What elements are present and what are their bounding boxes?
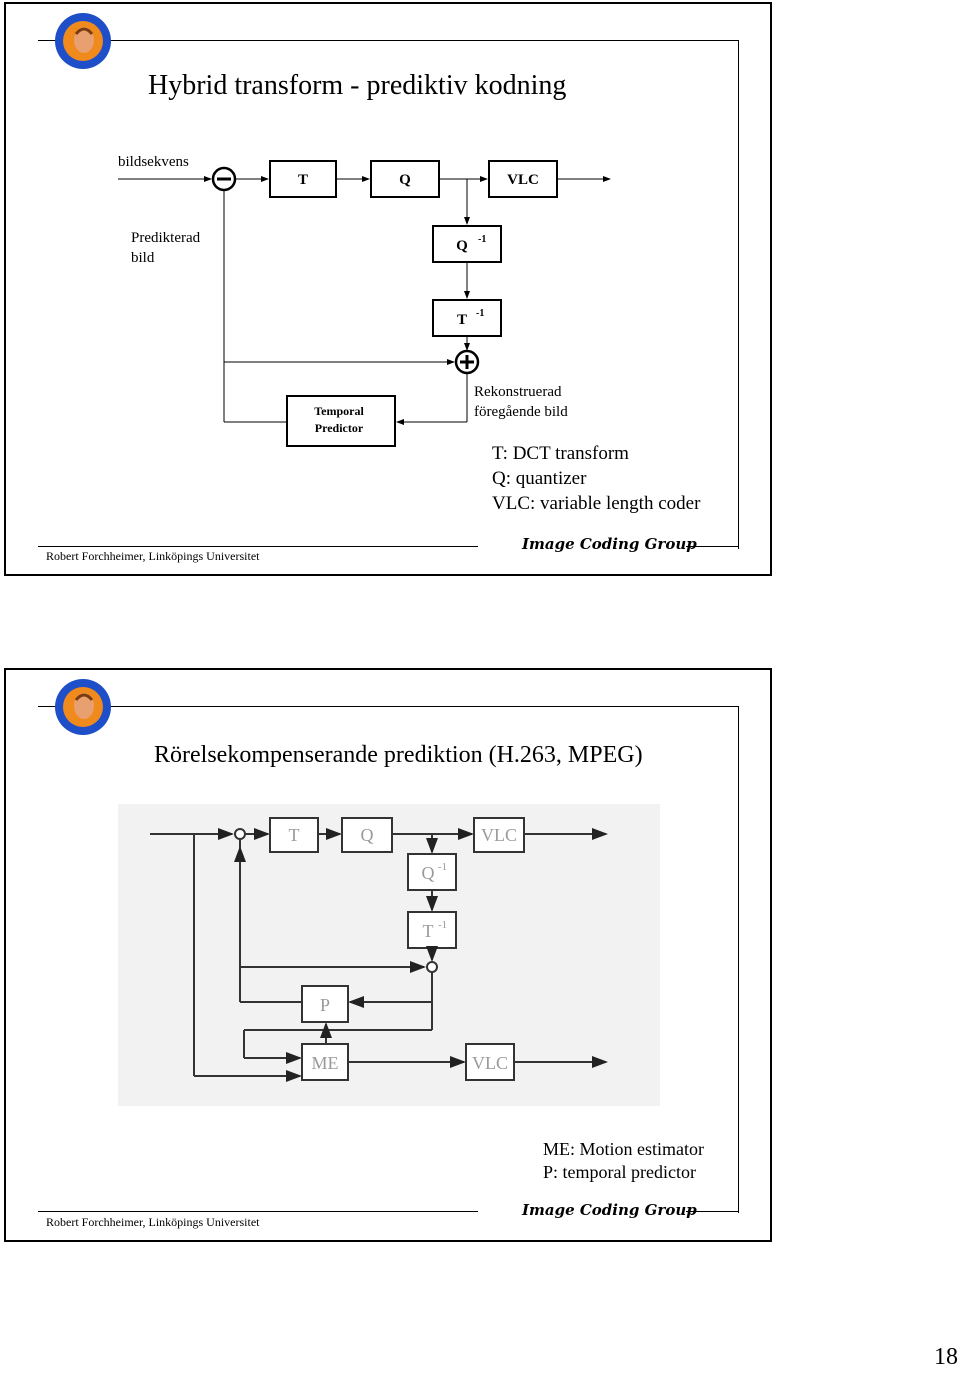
tinv-block-sup: -1 bbox=[476, 308, 484, 319]
slide-1: Hybrid transform - prediktiv kodning bil… bbox=[4, 2, 772, 576]
group-name: Image Coding Group bbox=[522, 1201, 697, 1219]
motion-compensation-diagram: T Q VLC Q T P ME VLC -1 -1 bbox=[118, 804, 660, 1106]
legend-q: Q: quantizer bbox=[492, 468, 587, 489]
footer-line-right bbox=[686, 1211, 738, 1212]
footer-author: Robert Forchheimer, Linköpings Universit… bbox=[46, 549, 260, 563]
vlc-block-label: VLC bbox=[507, 172, 539, 188]
vlc-block-label: VLC bbox=[481, 825, 517, 845]
footer-line bbox=[38, 1211, 478, 1212]
slide-title: Hybrid transform - prediktiv kodning bbox=[148, 70, 567, 101]
slide-2: Rörelsekompenserande prediktion (H.263, … bbox=[4, 668, 772, 1242]
group-name: Image Coding Group bbox=[522, 535, 697, 553]
t-block-label: T bbox=[289, 825, 300, 845]
temporal-label-1: Temporal bbox=[314, 404, 364, 418]
footer-line bbox=[38, 546, 478, 547]
footer-author: Robert Forchheimer, Linköpings Universit… bbox=[46, 1215, 260, 1229]
t-block bbox=[269, 160, 337, 198]
hybrid-coder-diagram: T Q VLC Q -1 T -1 Temporal Predictor bbox=[118, 160, 611, 447]
vlc2-block-label: VLC bbox=[472, 1053, 508, 1073]
p-block-label: P bbox=[320, 995, 330, 1015]
temporal-label-2: Predictor bbox=[315, 421, 364, 435]
qinv-block-sup: -1 bbox=[478, 234, 486, 245]
temporal-predictor-block bbox=[286, 395, 396, 447]
slide-title: Rörelsekompenserande prediktion (H.263, … bbox=[154, 742, 643, 768]
subtract-node-icon bbox=[211, 166, 237, 192]
legend-vlc: VLC: variable length coder bbox=[492, 493, 701, 514]
qinv-block-label: Q bbox=[456, 238, 468, 254]
recon-label: Rekonstruerad bbox=[474, 384, 562, 400]
legend-t: T: DCT transform bbox=[492, 443, 629, 464]
tinv-block-label: T bbox=[457, 312, 467, 328]
predicted-label: Predikterad bbox=[131, 230, 201, 246]
tinv-block-sup: -1 bbox=[438, 919, 447, 931]
legend-p: P: temporal predictor bbox=[543, 1162, 696, 1182]
predicted-label-2: bild bbox=[131, 250, 155, 266]
qinv-block-sup: -1 bbox=[438, 861, 447, 873]
q-block bbox=[370, 160, 440, 198]
slide-frame bbox=[38, 706, 739, 1213]
add-node-icon bbox=[454, 349, 480, 375]
input-label: bildsekvens bbox=[118, 154, 189, 170]
slide-frame bbox=[38, 40, 739, 549]
recon-label-2: föregående bild bbox=[474, 404, 568, 420]
tinv-block-label: T bbox=[423, 921, 434, 941]
qinv-block bbox=[432, 225, 502, 263]
t-block-label: T bbox=[298, 172, 308, 188]
q-block-label: Q bbox=[361, 825, 374, 845]
me-block-label: ME bbox=[312, 1053, 339, 1073]
tinv-block bbox=[432, 299, 502, 337]
q-block-label: Q bbox=[399, 172, 411, 188]
qinv-block-label: Q bbox=[422, 863, 435, 883]
university-logo-icon bbox=[55, 679, 111, 735]
legend-me: ME: Motion estimator bbox=[543, 1139, 704, 1159]
university-logo-icon bbox=[55, 13, 111, 69]
footer-line-right bbox=[686, 546, 738, 547]
page-number: 18 bbox=[934, 1344, 958, 1370]
